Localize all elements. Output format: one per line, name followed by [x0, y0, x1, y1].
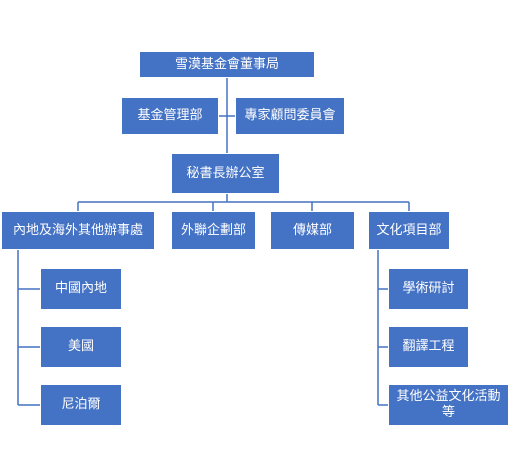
- department-box-culture-projects: 文化項目部: [368, 211, 450, 250]
- project-box-academic-seminar: 學術研討: [388, 268, 469, 310]
- assistant-box-expert-advisory: 專家顧問委員會: [235, 97, 345, 135]
- department-label-media: 傳媒部: [292, 222, 332, 238]
- assistant-label-expert-advisory: 專家顧問委員會: [244, 108, 336, 123]
- assistant-label-fund-management: 基金管理部: [137, 108, 203, 123]
- department-box-media: 傳媒部: [270, 211, 355, 250]
- office-label-usa: 美國: [67, 339, 94, 354]
- project-box-translation: 翻譯工程: [388, 326, 469, 368]
- project-label-other-culture: 其他公益文化活動等: [396, 389, 501, 420]
- department-box-external-planning: 外聯企劃部: [171, 211, 256, 250]
- office-box-china-mainland: 中國內地: [40, 268, 122, 310]
- project-box-other-culture: 其他公益文化活動等: [388, 384, 509, 426]
- secretariat-box: 秘書長辦公室: [171, 153, 280, 194]
- project-label-academic-seminar: 學術研討: [402, 281, 455, 296]
- office-box-usa: 美國: [40, 326, 122, 368]
- secretariat-label: 秘書長辦公室: [186, 165, 265, 181]
- board-box: 雪漠基金會董事局: [139, 51, 315, 78]
- department-label-external-planning: 外聯企劃部: [180, 222, 246, 238]
- board-label: 雪漠基金會董事局: [174, 56, 279, 72]
- office-box-nepal: 尼泊爾: [40, 384, 122, 426]
- department-label-culture-projects: 文化項目部: [376, 222, 442, 238]
- office-label-nepal: 尼泊爾: [61, 397, 101, 412]
- project-label-translation: 翻譯工程: [402, 339, 455, 354]
- office-label-china-mainland: 中國內地: [54, 281, 107, 296]
- department-label-mainland-overseas: 內地及海外其他辦事處: [12, 222, 143, 238]
- department-box-mainland-overseas: 內地及海外其他辦事處: [1, 211, 155, 250]
- assistant-box-fund-management: 基金管理部: [121, 97, 219, 135]
